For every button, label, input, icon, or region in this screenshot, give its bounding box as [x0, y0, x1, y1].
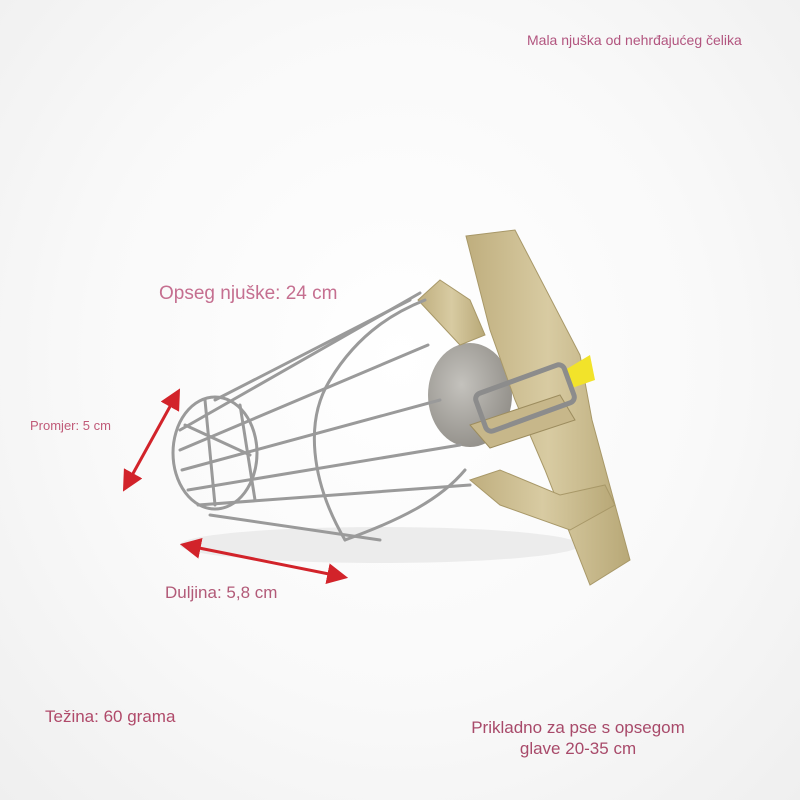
length-arrow: [179, 537, 349, 585]
diameter-label: Promjer: 5 cm: [30, 418, 111, 433]
fit-label-line1: Prikladno za pse s opsegom: [471, 718, 685, 737]
product-title: Mala njuška od nehrđajućeg čelika: [527, 32, 742, 48]
fit-label: Prikladno za pse s opsegom glave 20-35 c…: [440, 717, 716, 759]
length-label: Duljina: 5,8 cm: [165, 583, 278, 602]
buckle: [473, 362, 577, 434]
wire-cage: [171, 291, 472, 542]
weight-label: Težina: 60 grama: [45, 707, 176, 726]
yellow-tag: [565, 355, 595, 388]
fit-label-line2: glave 20-35 cm: [519, 739, 637, 758]
circumference-label: Opseg njuške: 24 cm: [159, 283, 338, 304]
diameter-arrow: [122, 388, 181, 492]
